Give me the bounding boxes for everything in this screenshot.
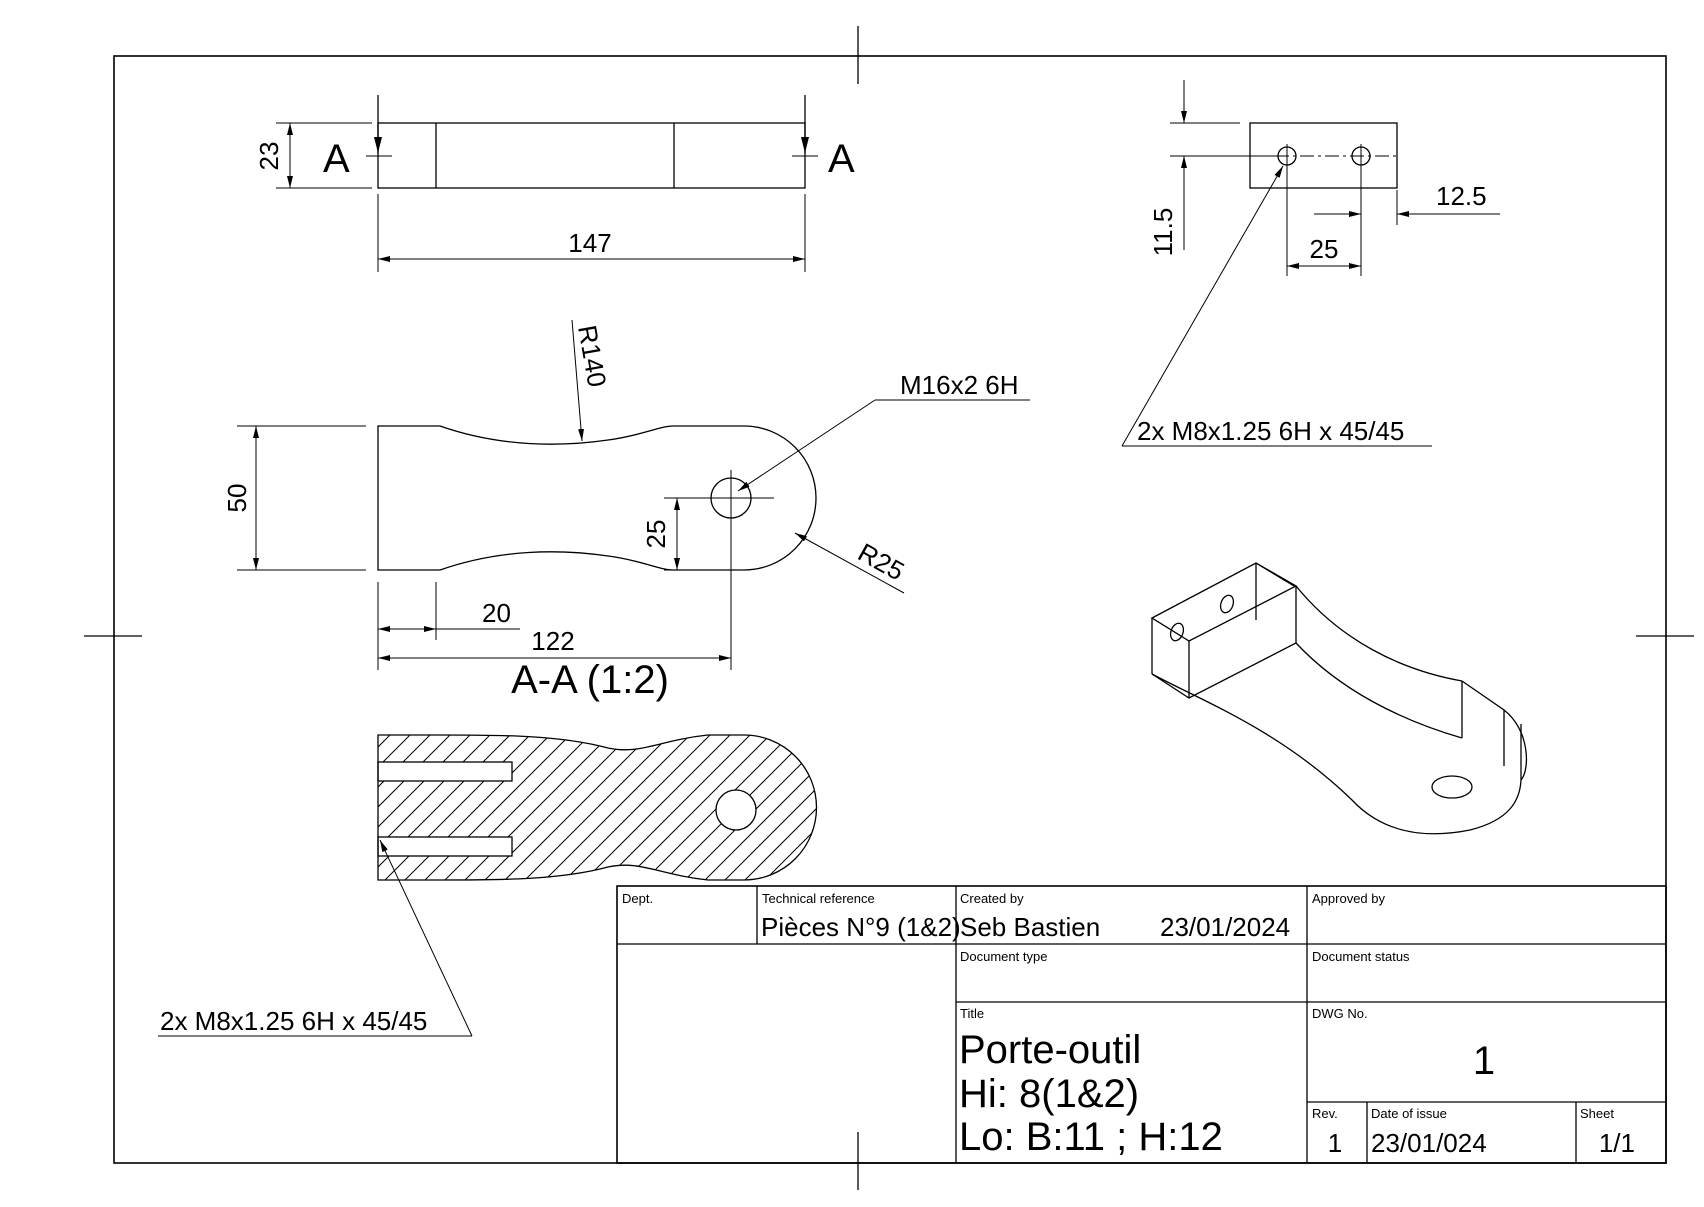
- dim-20: 20: [482, 598, 511, 628]
- dim-height: 50: [222, 484, 252, 513]
- rev-label: Rev.: [1312, 1106, 1338, 1121]
- rev-value: 1: [1328, 1128, 1342, 1158]
- dim-122: 122: [531, 626, 574, 656]
- techref-value: Pièces N°9 (1&2): [761, 912, 961, 942]
- end-view: 11.5 25 12.5 2x M8x1.25 6H x 45/45: [1121, 80, 1500, 447]
- section-hatching: [378, 735, 817, 880]
- isometric-view: [1150, 562, 1528, 835]
- title-line-3: Lo: B:11 ; H:12: [959, 1115, 1223, 1159]
- section-title: A-A (1:2): [511, 658, 669, 702]
- dim-12-5: 12.5: [1436, 181, 1487, 211]
- end-callout: 2x M8x1.25 6H x 45/45: [1137, 416, 1404, 446]
- dim-hole-offset: 25: [641, 520, 671, 549]
- sheet-value: 1/1: [1599, 1128, 1635, 1158]
- front-view: R140 M16x2 6H R25 50 25 20 122: [222, 319, 1030, 670]
- top-view: A A 23 147: [254, 95, 855, 272]
- dim-r140: R140: [572, 323, 612, 389]
- dim-r25: R25: [853, 537, 909, 586]
- created-date: 23/01/2024: [1160, 912, 1290, 942]
- dim-25-pitch: 25: [1310, 234, 1339, 264]
- created-name: Seb Bastien: [960, 912, 1100, 942]
- doctype-label: Document type: [960, 949, 1047, 964]
- dim-m16-thread: M16x2 6H: [900, 370, 1019, 400]
- section-label-right: A: [828, 137, 855, 181]
- title-block: Dept. Technical reference Pièces N°9 (1&…: [616, 885, 1667, 1164]
- sheet-label: Sheet: [1580, 1106, 1614, 1121]
- dim-11-5: 11.5: [1148, 208, 1178, 257]
- section-view-aa: A-A (1:2): [158, 658, 818, 1037]
- section-label-left: A: [323, 137, 350, 181]
- docstatus-label: Document status: [1312, 949, 1410, 964]
- dwg-label: DWG No.: [1312, 1006, 1368, 1021]
- approved-label: Approved by: [1312, 891, 1385, 906]
- section-callout: 2x M8x1.25 6H x 45/45: [160, 1006, 427, 1036]
- dim-length: 147: [568, 228, 611, 258]
- created-label: Created by: [960, 891, 1024, 906]
- dim-thickness: 23: [254, 142, 284, 171]
- issue-value: 23/01/024: [1371, 1128, 1487, 1158]
- dept-label: Dept.: [622, 891, 653, 906]
- title-label: Title: [960, 1006, 984, 1021]
- techref-label: Technical reference: [762, 891, 875, 906]
- title-line-1: Porte-outil: [959, 1028, 1141, 1072]
- dwg-value: 1: [1473, 1039, 1495, 1083]
- issue-label: Date of issue: [1371, 1106, 1447, 1121]
- title-line-2: Hi: 8(1&2): [959, 1072, 1139, 1116]
